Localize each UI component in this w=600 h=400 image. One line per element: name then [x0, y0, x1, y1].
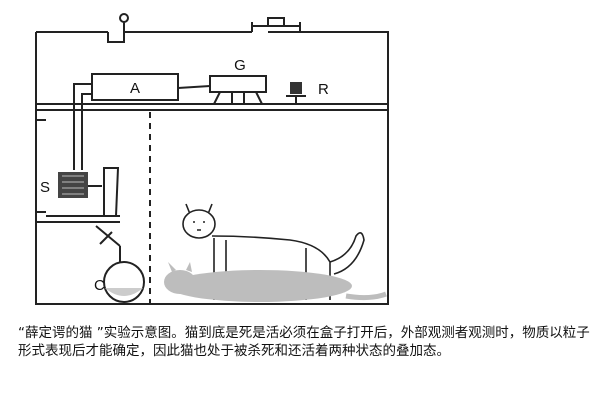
lid-clamp: [251, 17, 301, 32]
left-brackets: [36, 119, 46, 223]
solenoid-s: S: [40, 172, 88, 198]
cable-a-g: [177, 85, 211, 89]
label-c: C: [94, 277, 105, 294]
figure-caption: “薛定谔的猫 ”实验示意图。猫到底是死是活必须在盒子打开后，外部观测者观测时，物…: [18, 325, 590, 359]
source-r: R: [286, 81, 329, 104]
hammer-lever: [46, 167, 121, 247]
label-g: G: [234, 57, 246, 74]
alive-cat: [182, 203, 365, 300]
label-r: R: [318, 81, 329, 98]
wires-a-s: [73, 83, 92, 170]
device-a: A: [91, 73, 179, 101]
shelf: [36, 103, 388, 111]
device-g: G: [209, 57, 267, 105]
box-lid-notch: [107, 32, 125, 43]
dead-cat: [164, 262, 387, 302]
schrodinger-cat-diagram: A G R S C: [35, 13, 389, 305]
poison-flask-c: C: [94, 246, 145, 303]
box-outline: [35, 31, 389, 305]
label-s: S: [40, 179, 50, 196]
lid-hook: [119, 13, 130, 32]
label-a: A: [130, 80, 140, 97]
